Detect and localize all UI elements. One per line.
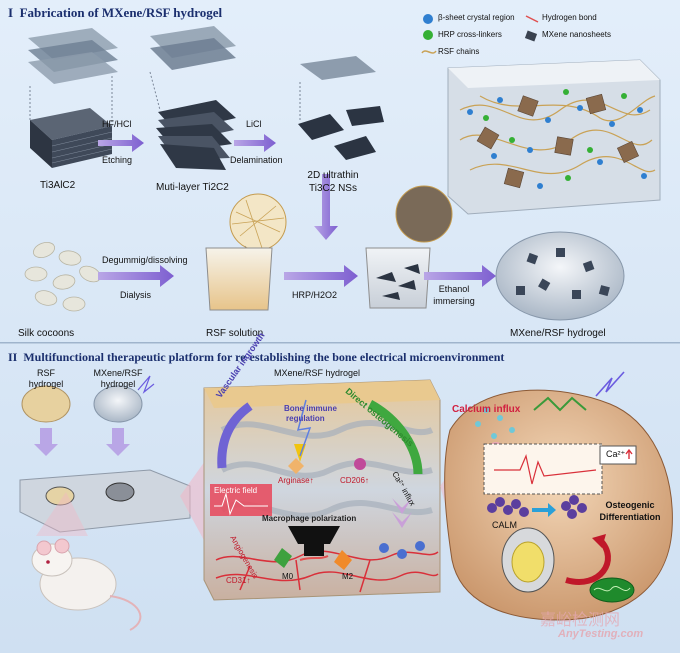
mx-hydrogel-line1: MXene/RSF (93, 368, 143, 378)
m2-label: M2 (342, 572, 354, 581)
calm-label: CALM (492, 520, 518, 530)
section1-numeral: I (8, 5, 14, 20)
osteogenic-line1: Osteogenic (605, 500, 655, 510)
rsf-hydrogel-line1: RSF (37, 368, 55, 378)
legend-mxene: MXene nanosheets (542, 30, 611, 39)
material-nanosheets-line2: Ti3C2 NSs (309, 183, 357, 194)
arrow3-bottom: Dialysis (120, 290, 152, 300)
silk-cocoons-label: Silk cocoons (18, 328, 75, 339)
silk-cocoons (24, 242, 101, 312)
immune-line1: Bone immune (284, 404, 337, 413)
arrow5-line1: Ethanol (438, 284, 470, 294)
osteogenic-line2: Differentiation (599, 512, 661, 522)
arrow4-label: HRP/H2O2 (292, 290, 338, 300)
arrow1-top: HF/HCl (102, 119, 132, 129)
bone-cell (444, 371, 673, 621)
ti3c2-nanosheets (298, 56, 384, 160)
section2-title: II Multifunctional therapeutic platform … (8, 350, 504, 365)
rsf-hydrogel-line2: hydrogel (28, 379, 64, 389)
material-ti3alc2: Ti3AlC2 (40, 180, 76, 191)
electric-field: Electric field (214, 486, 258, 495)
m0-label: M0 (282, 572, 294, 581)
arginase: Arginase↑ (278, 476, 314, 485)
legend-beta-sheet: β-sheet crystal region (438, 13, 515, 22)
hydrogel-label: MXene/RSF hydrogel (510, 328, 606, 339)
calcium-influx: Calcium influx (452, 404, 521, 415)
center-title: MXene/RSF hydrogel (274, 368, 361, 378)
material-nanosheets-line1: 2D ultrathin (307, 170, 359, 181)
watermark-cn: 嘉峪检测网 (540, 610, 621, 629)
arrow5-line2: immersing (433, 296, 475, 306)
immune-line2: regulation (286, 414, 325, 423)
hydrogel-cube (447, 59, 661, 215)
section2-title-text: Multifunctional therapeutic platform for… (23, 350, 505, 364)
section2-numeral: II (8, 350, 18, 364)
ti3alc2-block (28, 28, 118, 168)
hydrogel-sphere (495, 231, 625, 321)
legend-icons (421, 14, 539, 54)
rsf-solution-label: RSF solution (206, 328, 264, 339)
section1-title-text: Fabrication of MXene/RSF hydrogel (19, 5, 223, 20)
cd206: CD206↑ (340, 476, 369, 485)
bone-defect-scaffold (19, 469, 191, 533)
mxene-beaker (365, 185, 453, 309)
macrophage-polarization: Macrophage polarization (262, 514, 357, 523)
arrow2-bottom: Delamination (230, 155, 283, 165)
mouse (31, 538, 142, 631)
rsf-beaker (205, 193, 287, 311)
multilayer-ti2c2 (149, 26, 236, 170)
ca-box-label: Ca²⁺ (606, 449, 626, 459)
legend-hrp: HRP cross-linkers (438, 30, 502, 39)
legend-hydrogen-bond: Hydrogen bond (542, 13, 597, 22)
arrow2-top: LiCl (246, 119, 262, 129)
arrow3-top: Degummig/dissolving (102, 255, 188, 265)
legend-rsf-chains: RSF chains (438, 47, 480, 56)
watermark-en: AnyTesting.com (558, 628, 644, 640)
section1-title: I Fabrication of MXene/RSF hydrogel (8, 5, 222, 21)
material-multilayer: Muti-layer Ti2C2 (156, 182, 229, 193)
arrow1-bottom: Etching (102, 155, 133, 165)
cd31: CD31↑ (226, 576, 251, 585)
bone-block (203, 379, 441, 601)
mx-hydrogel-line2: hydrogel (100, 379, 136, 389)
small-hydrogels (21, 375, 155, 423)
